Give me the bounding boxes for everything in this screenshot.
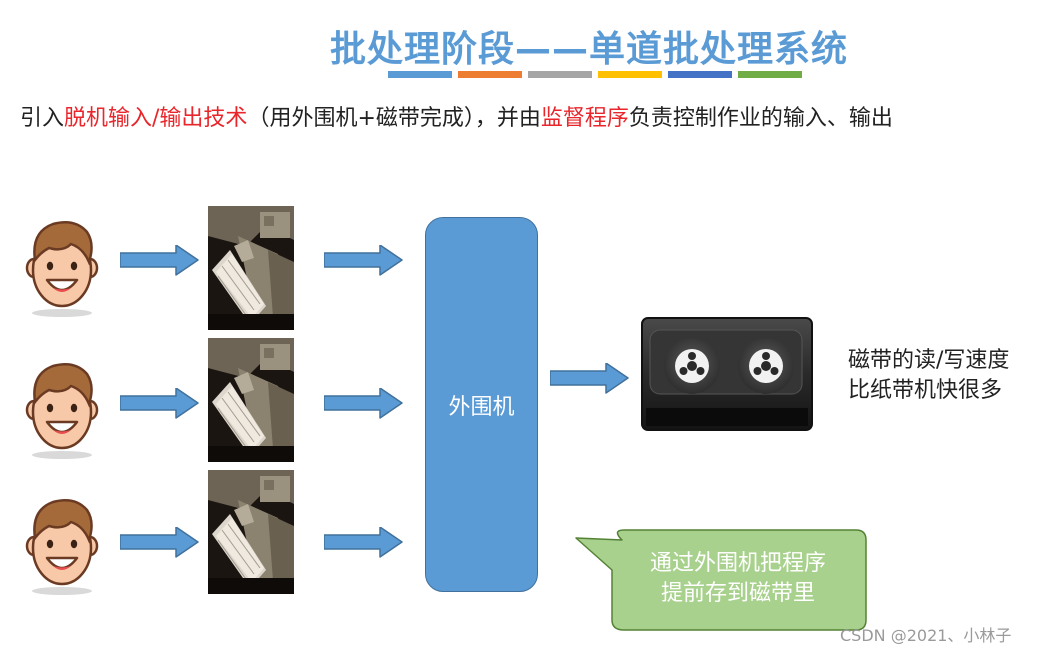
description-part-2: （用外围机+磁带完成），并由 (247, 106, 541, 131)
user-face-icon-3 (25, 498, 99, 596)
arrow-user-to-tape-reader-3 (120, 527, 199, 558)
callout-line-1: 通过外围机把程序 (649, 551, 826, 576)
description-line: 引入脱机输入/输出技术（用外围机+磁带完成），并由监督程序负责控制作业的输入、输… (20, 100, 893, 132)
tape-speed-note: 磁带的读/写速度 比纸带机快很多 (848, 346, 1009, 406)
arrow-tape-reader-to-peripheral-3 (324, 527, 403, 558)
title-bar-2 (458, 71, 522, 78)
watermark: CSDN @2021、小林子 (840, 626, 1012, 645)
user-face-icon-1 (25, 220, 99, 318)
title-bar-4 (598, 71, 662, 78)
callout-text: 通过外围机把程序 提前存到磁带里 (612, 549, 864, 609)
description-part-3: 负责控制作业的输入、输出 (628, 106, 893, 131)
magnetic-tape-icon (641, 317, 813, 431)
user-face-icon-2 (25, 362, 99, 460)
title-underline-bars (388, 71, 802, 78)
paper-tape-machine-photo-1 (208, 206, 294, 330)
paper-tape-machine-photo-3 (208, 470, 294, 594)
peripheral-machine-box: 外围机 (425, 217, 538, 592)
title-bar-3 (528, 71, 592, 78)
tape-speed-note-line-1: 磁带的读/写速度 (848, 348, 1010, 373)
callout-line-2: 提前存到磁带里 (660, 581, 815, 606)
title-bar-6 (738, 71, 802, 78)
arrow-tape-reader-to-peripheral-1 (324, 245, 403, 276)
paper-tape-machine-photo-2 (208, 338, 294, 462)
arrow-peripheral-to-tape (550, 363, 629, 394)
callout-bubble (575, 529, 867, 631)
arrow-user-to-tape-reader-2 (120, 388, 199, 419)
title-bar-1 (388, 71, 452, 78)
description-highlight-monitor: 监督程序 (540, 106, 629, 131)
description-part-1: 引入 (20, 106, 65, 131)
arrow-tape-reader-to-peripheral-2 (324, 388, 403, 419)
title-bar-5 (668, 71, 732, 78)
description-highlight-offline-io: 脱机输入/输出技术 (64, 106, 248, 131)
page-title: 批处理阶段——单道批处理系统 (330, 29, 849, 70)
tape-speed-note-line-2: 比纸带机快很多 (848, 378, 1003, 403)
arrow-user-to-tape-reader-1 (120, 245, 199, 276)
peripheral-machine-label: 外围机 (448, 394, 515, 420)
